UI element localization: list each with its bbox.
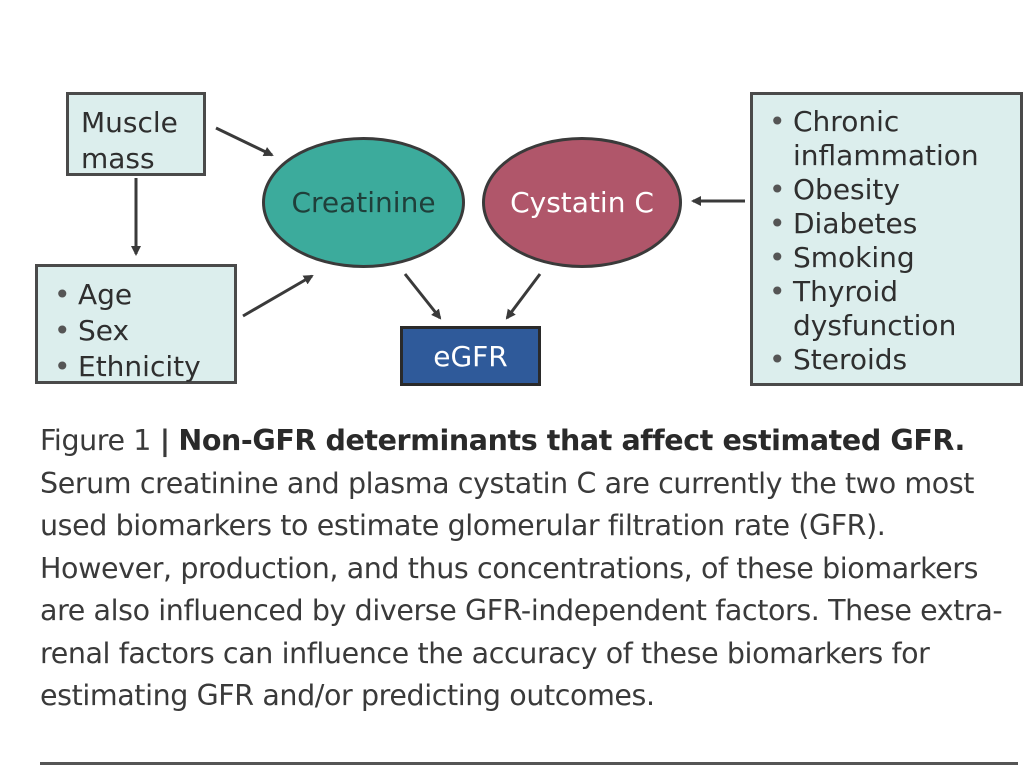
muscle-mass-box: Muscle mass — [66, 92, 206, 176]
demographic-item: Sex — [52, 313, 234, 349]
demographic-item: Age — [52, 277, 234, 313]
condition-item: Thyroid dysfunction — [767, 275, 1020, 343]
creatinine-node: Creatinine — [262, 137, 465, 268]
egfr-label: eGFR — [433, 339, 508, 373]
arrow-demographics-to-creatinine — [242, 274, 314, 318]
arrow-muscle-to-creatinine — [215, 126, 274, 157]
cystatin-c-node: Cystatin C — [482, 137, 682, 268]
caption-title: Non-GFR determinants that affect estimat… — [178, 424, 965, 457]
arrow-cystatin-to-egfr — [505, 273, 542, 320]
creatinine-label: Creatinine — [291, 186, 436, 219]
demographics-box: Age Sex Ethnicity — [35, 264, 237, 385]
egfr-node: eGFR — [400, 326, 541, 386]
arrow-creatinine-to-egfr — [403, 273, 442, 320]
muscle-mass-label: Muscle mass — [81, 106, 178, 175]
cystatin-c-label: Cystatin C — [510, 186, 654, 219]
caption-body: Serum creatinine and plasma cystatin C a… — [40, 466, 1003, 713]
arrows-layer — [131, 126, 745, 320]
caption-rule — [40, 762, 1018, 765]
condition-item: Smoking — [767, 241, 1020, 275]
figure-label: Figure 1 — [40, 424, 152, 457]
condition-item: Diabetes — [767, 207, 1020, 241]
demographic-item: Ethnicity — [52, 349, 234, 385]
condition-item: Obesity — [767, 173, 1020, 207]
condition-item: Chronic inflammation — [767, 105, 1020, 173]
condition-item: Steroids — [767, 343, 1020, 377]
figure-caption: Figure 1 | Non-GFR determinants that aff… — [40, 420, 1015, 718]
conditions-box: Chronic inflammation Obesity Diabetes Sm… — [750, 92, 1023, 386]
caption-separator: | — [159, 424, 170, 457]
